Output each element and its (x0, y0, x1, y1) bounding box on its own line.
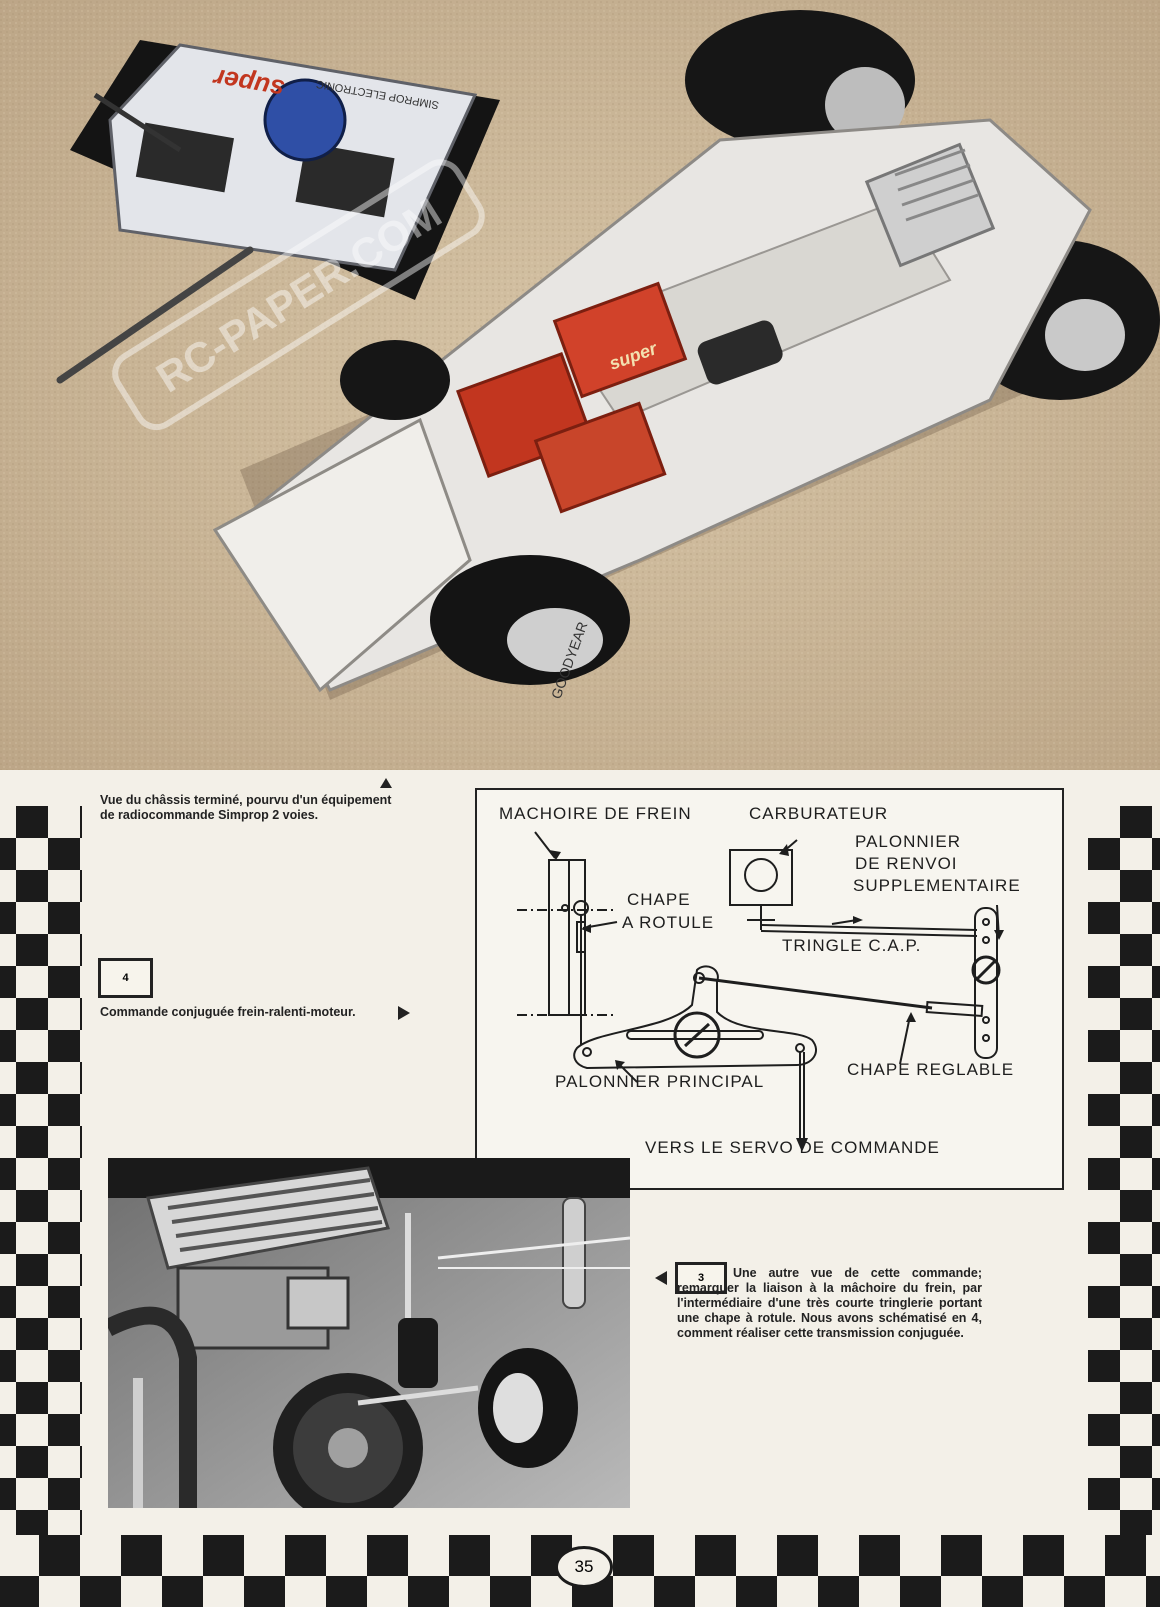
top-photo: super super SIMPROP ELECTRONIC RC-PAPER.… (0, 0, 1160, 770)
chassis-photo-illustration: super super SIMPROP ELECTRONIC RC-PAPER.… (0, 0, 1160, 770)
label-to-servo: VERS LE SERVO DE COMMANDE (645, 1138, 940, 1157)
label-brake-jaw: MACHOIRE DE FREIN (499, 804, 692, 823)
right-arrow-icon (398, 1006, 410, 1020)
checker-border-right (1088, 806, 1160, 1607)
figure-3-badge: 3 (675, 1262, 727, 1294)
figure-4-caption: Commande conjuguée frein-ralenti-moteur. (100, 1005, 356, 1019)
figure-3-caption-text: Une autre vue de cette commande; remarqu… (677, 1266, 982, 1340)
label-aux-bellcrank-1: PALONNIER (855, 832, 961, 851)
label-cap-rod: TRINGLE C.A.P. (782, 936, 922, 955)
page-number: 35 (574, 1557, 594, 1576)
aux-bellcrank-shape (974, 907, 998, 1059)
label-aux-bellcrank-2: DE RENVOI (855, 854, 958, 873)
figure-4-number: 4 (122, 972, 129, 984)
up-arrow-icon (380, 778, 392, 788)
figure-3-number: 3 (697, 1272, 705, 1284)
front-wing (212, 417, 472, 693)
label-aux-bellcrank-3: SUPPLEMENTAIRE (853, 876, 1021, 895)
figure-4-diagram: MACHOIRE DE FREIN CARBURATEUR PALONNIER … (475, 788, 1064, 1190)
servo-2 (533, 401, 667, 514)
label-adjustable-clevis: CHAPE REGLABLE (847, 1060, 1015, 1079)
photo-caption: Vue du châssis terminé, pourvu d'un équi… (100, 793, 392, 822)
receiver (552, 281, 688, 399)
diagram-drawing (517, 831, 1004, 1152)
checker-border-left (0, 806, 82, 1607)
engine-closeup-illustration (108, 1158, 630, 1508)
transmitter-antenna (56, 246, 254, 384)
engine-carburetor (286, 1276, 350, 1330)
page-number-badge: 35 (555, 1546, 613, 1588)
brake-jaw-shape (548, 859, 570, 1016)
label-ball-clevis-1: CHAPE (627, 890, 691, 909)
main-bellcrank-shape (573, 965, 817, 1070)
engine-head (146, 1166, 390, 1270)
bottom-photo (108, 1158, 630, 1508)
label-ball-clevis-2: A ROTULE (622, 913, 715, 932)
left-arrow-icon (655, 1271, 667, 1285)
figure-4-badge: 4 (98, 958, 153, 998)
label-main-bellcrank: PALONNIER PRINCIPAL (555, 1072, 765, 1091)
label-carburetor: CARBURATEUR (749, 804, 889, 823)
figure-3-caption: Une autre vue de cette commande; remarqu… (677, 1266, 982, 1341)
transmitter-logo (263, 78, 347, 162)
